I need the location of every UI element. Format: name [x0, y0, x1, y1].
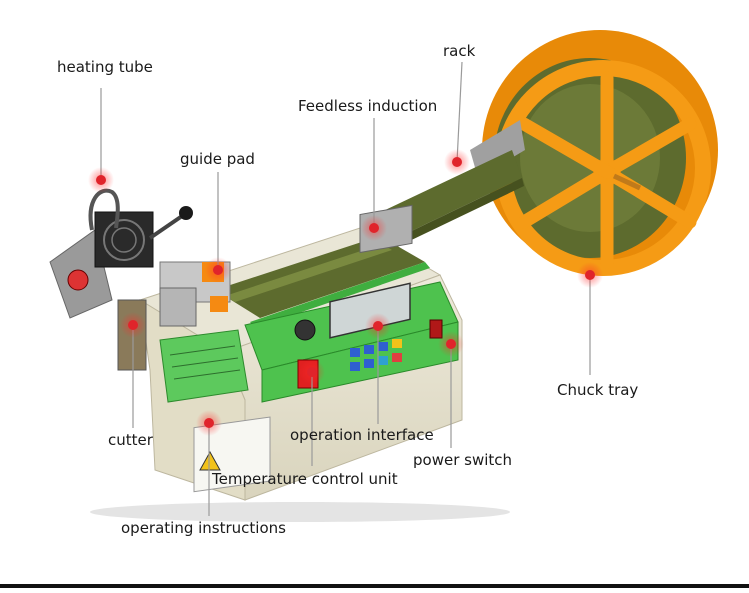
- dot-chuck-tray: [577, 262, 603, 288]
- leader-rack: [456, 61, 463, 163]
- label-operation-interface: operation interface: [290, 426, 434, 444]
- dot-rack: [444, 149, 470, 175]
- label-power-switch: power switch: [413, 451, 513, 469]
- label-guide-pad: guide pad: [180, 150, 255, 168]
- label-temperature-control-unit: Temperature control unit: [212, 470, 398, 488]
- bracket-badge: [67, 269, 89, 291]
- warning-triangle: [199, 450, 221, 471]
- reel-axle: [612, 173, 642, 191]
- side-panel-lines: [169, 345, 241, 380]
- warning-label: [193, 416, 271, 493]
- guide-pad-lower: [210, 296, 228, 312]
- dot-operation-interface: [365, 313, 391, 339]
- label-heating-tube: heating tube: [57, 58, 153, 76]
- dot-feedless-induction: [361, 215, 387, 241]
- keypad-buttons: [350, 339, 402, 371]
- label-cutter: cutter: [108, 431, 153, 449]
- dot-power-switch: [438, 331, 464, 357]
- floor-shadow: [90, 502, 510, 522]
- bottom-border: [0, 584, 749, 588]
- label-operating-instructions: operating instructions: [121, 519, 286, 537]
- label-rack: rack: [443, 42, 476, 60]
- cutter-post: [117, 299, 147, 371]
- dot-operating-instructions: [196, 410, 222, 436]
- blade-assembly: [159, 287, 197, 327]
- fan-grille: [103, 219, 145, 261]
- label-chuck-tray: Chuck tray: [557, 381, 639, 399]
- dot-cutter: [120, 312, 146, 338]
- label-feedless-induction: Feedless induction: [298, 97, 438, 115]
- power-switch-rocker: [429, 319, 443, 339]
- dot-heating-tube: [88, 167, 114, 193]
- lever-arm: [148, 212, 187, 240]
- callout-dots: [88, 149, 603, 436]
- temperature-knob: [294, 319, 316, 341]
- dot-temperature-control: [299, 359, 325, 385]
- leader-lines: [100, 61, 591, 516]
- heating-tube-handle: [88, 188, 120, 231]
- ruler: [250, 262, 430, 328]
- lever-knob: [179, 206, 193, 220]
- reel: [482, 30, 718, 276]
- tape-channel: [215, 236, 425, 318]
- dot-guide-pad: [205, 257, 231, 283]
- side-instruction-panel: [159, 329, 249, 403]
